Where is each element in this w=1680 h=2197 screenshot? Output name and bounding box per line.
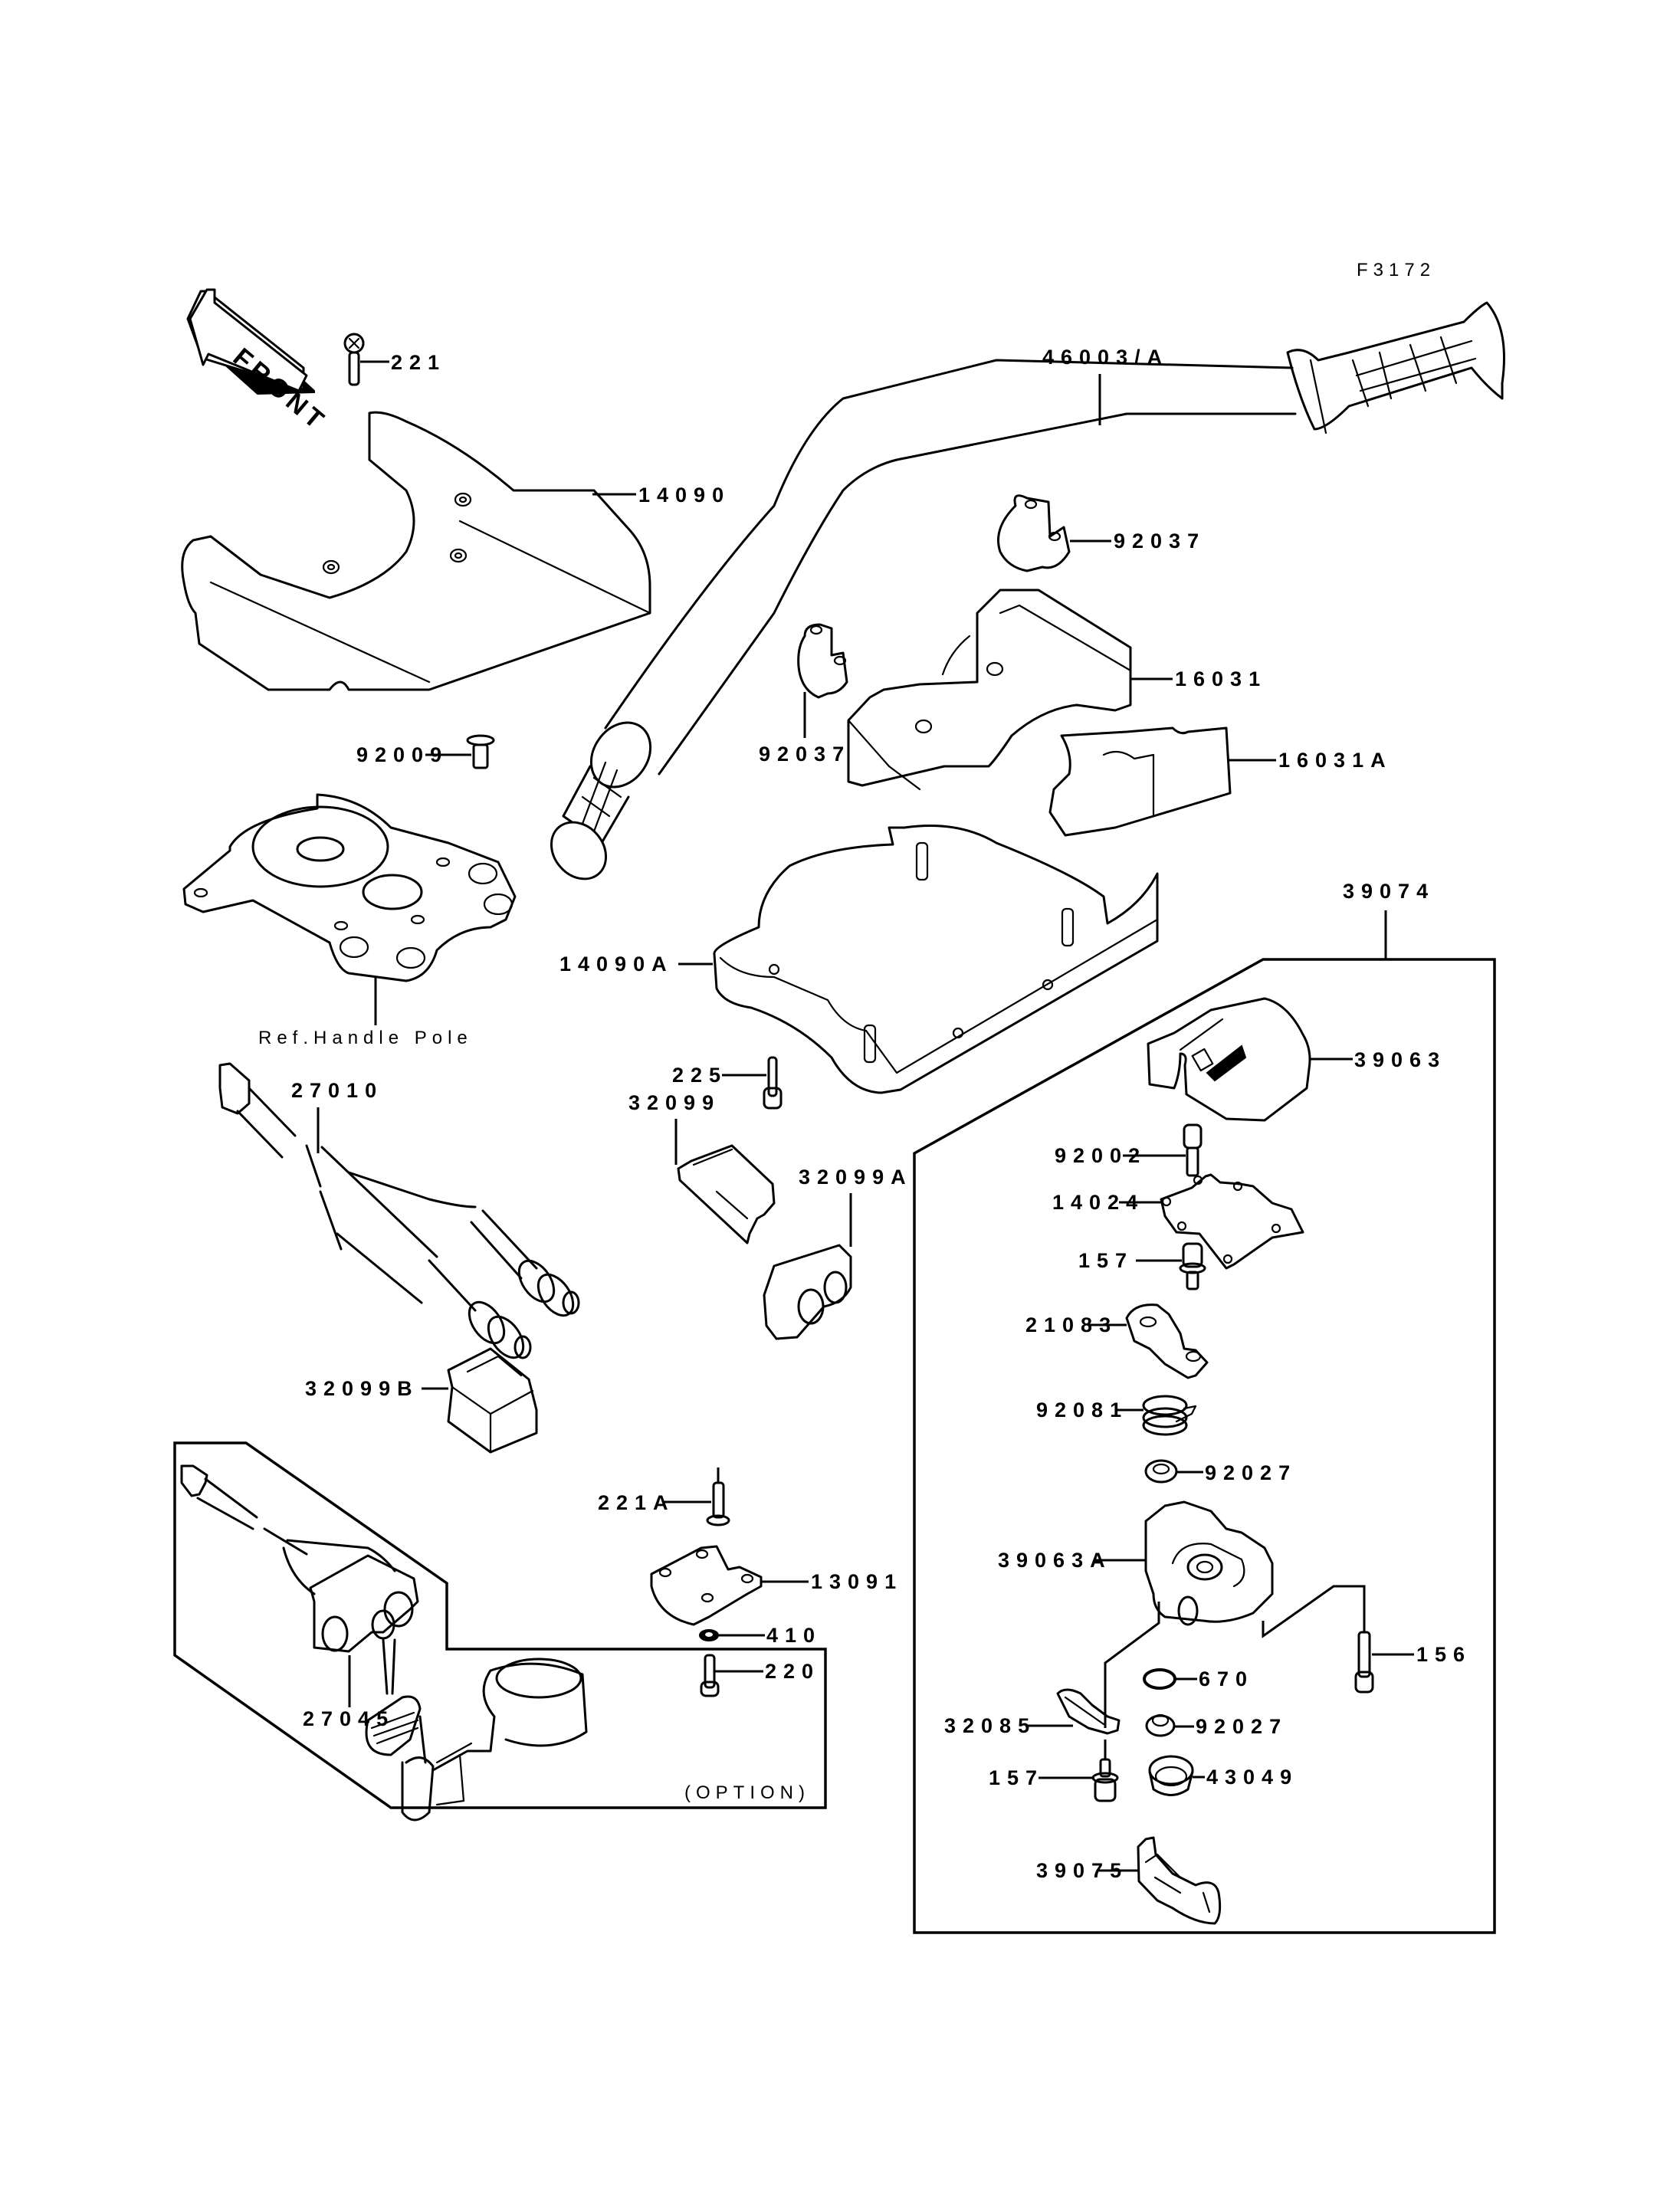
label-32099a: 32099A bbox=[799, 1166, 913, 1189]
bracket-16031 bbox=[847, 589, 1173, 791]
label-16031a: 16031A bbox=[1278, 749, 1393, 772]
screw-221 bbox=[343, 333, 389, 386]
label-92037-right: 92037 bbox=[1114, 530, 1206, 553]
handlebar bbox=[550, 301, 1505, 880]
label-39074: 39074 bbox=[1343, 880, 1435, 903]
label-92009: 92009 bbox=[356, 743, 448, 766]
switch-harness-27010 bbox=[218, 1062, 580, 1359]
label-157-lower: 157 bbox=[989, 1766, 1044, 1789]
switch-case-cover bbox=[674, 1119, 776, 1244]
handle-cover-lower bbox=[678, 825, 1159, 1094]
front-arrow-icon: FRONT bbox=[186, 288, 333, 438]
label-156: 156 bbox=[1416, 1643, 1472, 1666]
screw-221a bbox=[663, 1467, 730, 1526]
label-410: 410 bbox=[766, 1624, 822, 1647]
label-16031: 16031 bbox=[1175, 667, 1267, 690]
label-221: 221 bbox=[391, 351, 446, 374]
label-670: 670 bbox=[1199, 1667, 1254, 1690]
label-92027-upper: 92027 bbox=[1205, 1461, 1297, 1484]
label-32099b: 32099B bbox=[305, 1377, 419, 1400]
holder-92037-right bbox=[997, 494, 1111, 572]
screw-92009 bbox=[425, 734, 495, 769]
label-43049: 43049 bbox=[1206, 1766, 1298, 1789]
label-46003a: 46003/A bbox=[1042, 346, 1169, 369]
collar-92027-upper bbox=[1144, 1459, 1203, 1484]
reference-note: Ref.Handle Pole bbox=[258, 1028, 473, 1048]
label-39063: 39063 bbox=[1354, 1048, 1446, 1071]
bolt-225 bbox=[722, 1056, 783, 1110]
plate-32085 bbox=[1025, 1688, 1121, 1735]
seal-43049 bbox=[1148, 1755, 1205, 1796]
option-note: (OPTION) bbox=[684, 1782, 810, 1803]
option-box bbox=[173, 1441, 827, 1809]
handle-pole-plate bbox=[182, 793, 517, 1025]
screw-220 bbox=[700, 1654, 763, 1697]
label-92081: 92081 bbox=[1036, 1399, 1128, 1421]
label-14090: 14090 bbox=[638, 484, 730, 507]
nut-410 bbox=[699, 1629, 765, 1641]
label-92037-left: 92037 bbox=[759, 743, 851, 766]
label-27010: 27010 bbox=[291, 1079, 383, 1102]
label-39075: 39075 bbox=[1036, 1859, 1128, 1882]
label-220: 220 bbox=[765, 1660, 820, 1683]
holder-92037-left bbox=[797, 623, 848, 738]
spring-92081 bbox=[1117, 1395, 1197, 1436]
lever-21083 bbox=[1088, 1303, 1209, 1379]
label-92027-lower: 92027 bbox=[1196, 1715, 1288, 1738]
oring-670 bbox=[1143, 1668, 1197, 1690]
label-27045: 27045 bbox=[303, 1707, 395, 1730]
label-13091: 13091 bbox=[811, 1570, 903, 1593]
throttle-lever-39075 bbox=[1098, 1836, 1222, 1925]
throttle-cover-39063 bbox=[1147, 997, 1353, 1122]
label-14090a: 14090A bbox=[559, 953, 674, 976]
label-32085: 32085 bbox=[944, 1714, 1036, 1737]
figure-code: F3172 bbox=[1357, 260, 1436, 280]
label-14024: 14024 bbox=[1052, 1191, 1144, 1214]
assembly-box-39074 bbox=[913, 910, 1496, 1934]
label-92002: 92002 bbox=[1055, 1144, 1147, 1167]
bolt-157-upper bbox=[1136, 1242, 1206, 1290]
bracket-16031a bbox=[1048, 726, 1276, 837]
handle-cover-upper bbox=[181, 411, 651, 691]
plate-14024 bbox=[1119, 1173, 1304, 1270]
label-221a: 221A bbox=[598, 1491, 675, 1514]
bolt-156 bbox=[1354, 1631, 1414, 1694]
throttle-case-39063a bbox=[1094, 1500, 1366, 1728]
bolt-92002 bbox=[1123, 1123, 1203, 1177]
label-39063a: 39063A bbox=[998, 1549, 1112, 1572]
stop-switch-27045 bbox=[180, 1464, 588, 1822]
label-21083: 21083 bbox=[1025, 1313, 1117, 1336]
clamp-13091 bbox=[650, 1545, 809, 1626]
label-225: 225 bbox=[672, 1064, 727, 1087]
collar-92027-lower bbox=[1145, 1713, 1194, 1737]
bolt-157-lower bbox=[1039, 1740, 1119, 1802]
label-32099: 32099 bbox=[628, 1091, 720, 1114]
switch-holder bbox=[763, 1193, 852, 1340]
switch-case bbox=[422, 1347, 538, 1454]
label-157-upper: 157 bbox=[1078, 1249, 1134, 1272]
